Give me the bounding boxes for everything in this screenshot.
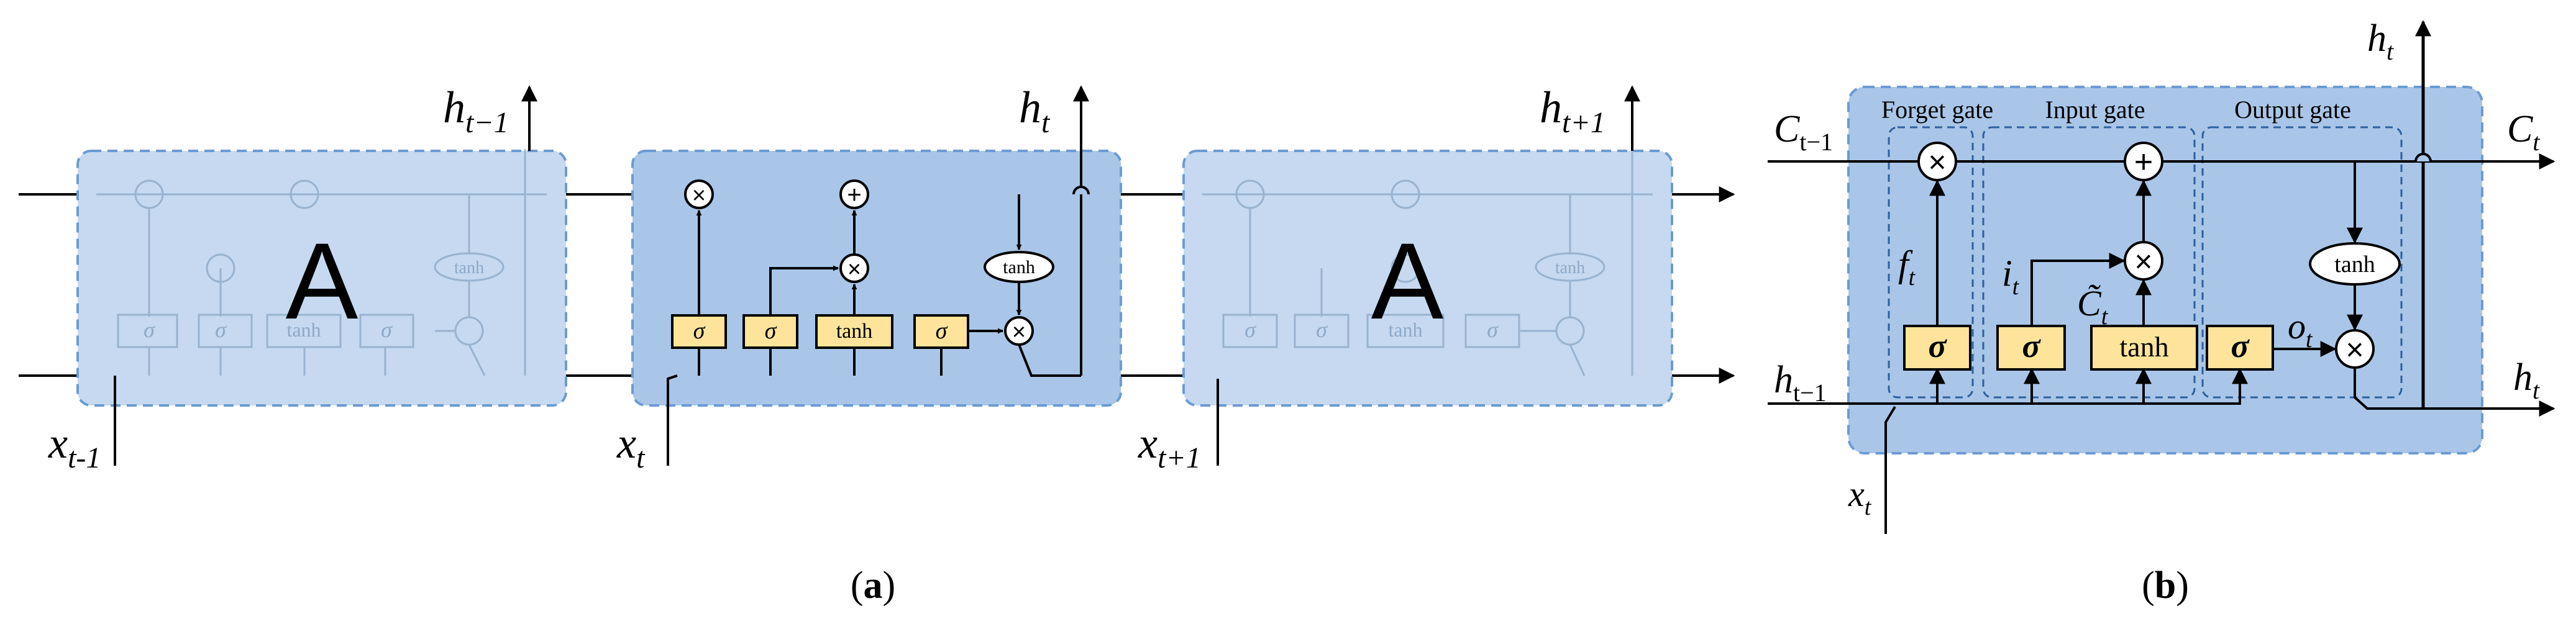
svg-text:σ: σ (1928, 327, 1947, 364)
candidate-tanh-gate-b (2090, 325, 2198, 371)
svg-text:×: × (692, 183, 706, 209)
output-gate-region (2201, 126, 2403, 399)
c-tilde-label: C̃t (2077, 283, 2109, 330)
svg-text:×: × (2345, 332, 2364, 367)
svg-text:σ: σ (936, 318, 948, 344)
svg-text:σ: σ (765, 318, 777, 344)
cell-prev-faded-internals (96, 149, 547, 376)
x-next-label: xt+1 (1138, 420, 1201, 474)
svg-text:tanh: tanh (1555, 258, 1585, 278)
cell-prev-letter: A (286, 221, 359, 342)
svg-text:σ: σ (1487, 317, 1499, 342)
h-next-label-b: ht (2513, 356, 2540, 404)
c-prev-label: Ct−1 (1774, 108, 1833, 156)
svg-text:tanh: tanh (454, 258, 484, 278)
input-sigma-gate (742, 314, 798, 349)
h-prev-label-b: ht−1 (1774, 359, 1827, 407)
cell-prev-faded-symbols: σ σ tanh σ tanh (144, 258, 484, 342)
svg-text:σ: σ (1245, 317, 1256, 342)
panel-b: Forget gate Input gate Output gate × + ×… (1768, 17, 2555, 607)
svg-text:tanh: tanh (1003, 257, 1035, 278)
svg-text:×: × (2134, 244, 2152, 279)
forget-sigma-gate (671, 314, 727, 349)
cell-next-faded-internals (1202, 149, 1653, 376)
cell-next-letter: A (1371, 221, 1444, 342)
input-gate-region (1982, 126, 2196, 399)
svg-text:tanh: tanh (2334, 251, 2375, 278)
f-label: ft (1898, 243, 1916, 291)
svg-text:σ: σ (215, 317, 227, 342)
h-next-label: ht+1 (1540, 83, 1605, 139)
caption-a: (a) (851, 564, 895, 607)
cell-add-op (839, 179, 869, 209)
x-curr-label: xt (616, 420, 646, 474)
cell-prev: σ σ tanh σ tanh A (76, 149, 567, 407)
svg-text:σ: σ (2022, 327, 2041, 364)
svg-text:+: + (847, 181, 861, 209)
input-sigma-gate-b (1996, 325, 2066, 371)
svg-text:tanh: tanh (836, 320, 873, 343)
cell-next: σ σ tanh σ tanh A (1182, 149, 1673, 407)
output-gate-title: Output gate (2234, 96, 2351, 124)
svg-text:σ: σ (693, 318, 706, 344)
output-sigma-gate (913, 314, 969, 349)
svg-text:tanh: tanh (286, 319, 321, 341)
x-label-b: xt (1848, 474, 1872, 520)
forget-sigma-gate-b (1903, 325, 1971, 371)
c-next-label: Ct (2507, 108, 2540, 156)
input-gate-title: Input gate (2045, 96, 2145, 124)
o-label: ot (2288, 306, 2313, 353)
x-prev-label: xt-1 (48, 420, 101, 474)
h-top-label: ht (2367, 17, 2394, 65)
svg-text:σ: σ (2231, 327, 2250, 364)
forget-multiply-op (684, 179, 714, 209)
svg-text:+: + (2134, 144, 2153, 180)
caption-b: (b) (2142, 564, 2189, 607)
svg-text:×: × (1012, 319, 1026, 345)
svg-text:×: × (847, 256, 861, 283)
svg-text:tanh: tanh (1388, 319, 1422, 341)
panel-a: σ σ tanh σ tanh A xt-1 ht−1 × + × tanh (19, 83, 1735, 607)
svg-text:σ: σ (381, 317, 393, 342)
h-prev-label: ht−1 (443, 83, 509, 139)
svg-text:tanh: tanh (2119, 331, 2168, 363)
forget-gate-region (1888, 126, 1974, 399)
h-curr-label: ht (1019, 83, 1051, 139)
candidate-tanh-gate (815, 314, 893, 349)
svg-text:σ: σ (1316, 317, 1328, 342)
svg-text:σ: σ (144, 317, 155, 342)
cell-next-box (1182, 150, 1673, 407)
cell-current: × + × tanh × (631, 85, 1122, 466)
svg-text:×: × (1928, 145, 1946, 179)
i-label: it (2002, 253, 2020, 300)
forget-gate-title: Forget gate (1881, 96, 1993, 124)
output-sigma-gate-b (2206, 325, 2274, 371)
cell-next-faded-symbols: σ σ tanh σ tanh (1245, 258, 1585, 342)
